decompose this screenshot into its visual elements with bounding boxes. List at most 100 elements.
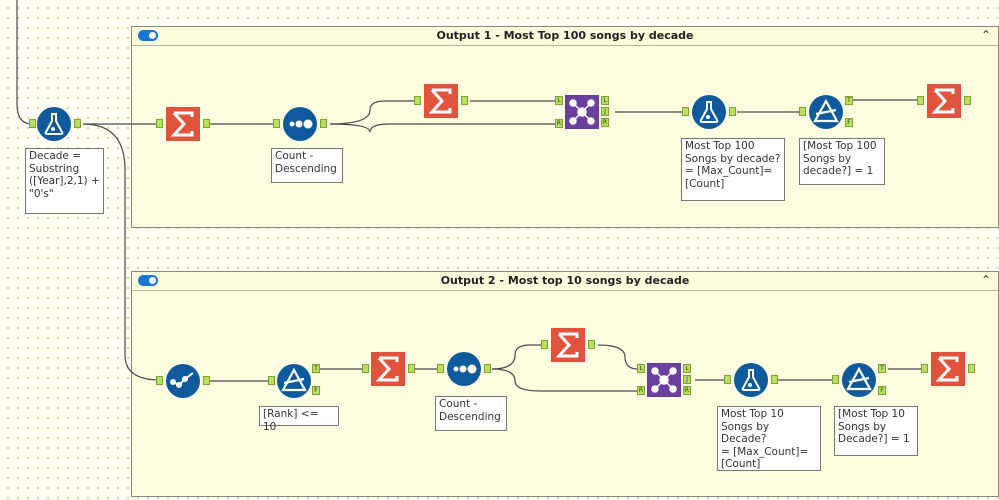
tool-annotation: [Most Top 100 Songs by decade?] = 1: [799, 138, 885, 185]
input-anchor[interactable]: [832, 375, 839, 384]
filter-true-anchor[interactable]: T: [878, 364, 886, 373]
join-tool[interactable]: [564, 94, 600, 130]
connection: [597, 344, 639, 370]
output-anchor[interactable]: [484, 364, 491, 373]
filter-triangle-icon: [813, 98, 839, 123]
filter-false-anchor[interactable]: F: [312, 386, 320, 395]
flask-icon: [44, 113, 64, 135]
container-title: Output 1 - Most Top 100 songs by decade: [436, 29, 694, 42]
chevron-up-icon[interactable]: ⌃: [980, 28, 992, 42]
formula-tool[interactable]: [691, 94, 727, 130]
filter-true-anchor[interactable]: T: [312, 364, 320, 373]
output-anchor[interactable]: [408, 364, 415, 373]
sigma-icon: [428, 88, 452, 114]
output-anchor[interactable]: [729, 107, 736, 116]
filter-tool[interactable]: [276, 363, 312, 399]
join-right-anchor[interactable]: R: [555, 119, 563, 128]
join-left-anchor[interactable]: L: [637, 364, 645, 373]
filter-tool[interactable]: [841, 362, 877, 398]
input-anchor[interactable]: [362, 364, 369, 373]
filter-tool[interactable]: [808, 94, 844, 130]
connection: [82, 123, 161, 381]
input-anchor[interactable]: [156, 376, 163, 385]
tool-annotation: Count - Descending: [271, 148, 343, 183]
sample-tool[interactable]: [165, 363, 201, 399]
input-anchor[interactable]: [724, 375, 731, 384]
output-anchor[interactable]: [461, 96, 468, 105]
flask-icon: [699, 101, 719, 123]
filter-false-anchor[interactable]: F: [878, 386, 886, 395]
sigma-icon: [170, 111, 194, 137]
input-anchor[interactable]: [268, 376, 275, 385]
input-anchor[interactable]: [682, 107, 689, 116]
summarize-tool[interactable]: [926, 83, 962, 119]
tool-annotation: [Rank] <= 10: [259, 406, 339, 433]
sigma-icon: [935, 356, 959, 382]
join-r-output-anchor[interactable]: R: [683, 386, 691, 395]
formula-tool[interactable]: [733, 362, 769, 398]
connection: [491, 368, 638, 392]
flask-icon: [741, 369, 761, 391]
join-l-output-anchor[interactable]: L: [601, 96, 609, 105]
join-l-output-anchor[interactable]: L: [683, 364, 691, 373]
output-anchor[interactable]: [203, 119, 210, 128]
summarize-tool[interactable]: [370, 351, 406, 387]
summarize-tool[interactable]: [930, 351, 966, 387]
join-r-output-anchor[interactable]: R: [601, 118, 609, 127]
connection: [16, 0, 33, 125]
sort-tool[interactable]: [446, 351, 482, 387]
formula-tool-decade[interactable]: [36, 106, 72, 142]
summarize-tool[interactable]: [423, 83, 459, 119]
output-anchor[interactable]: [771, 375, 778, 384]
input-anchor[interactable]: [29, 119, 36, 128]
input-anchor[interactable]: [921, 364, 928, 373]
container-header: Output 2 - Most top 10 songs by decade ⌃: [132, 272, 998, 291]
input-anchor[interactable]: [437, 364, 444, 373]
connection: [329, 123, 558, 133]
sigma-icon: [931, 88, 955, 114]
sort-tool[interactable]: [282, 106, 318, 142]
tool-annotation: Most Top 10 Songs by Decade? = [Max_Coun…: [717, 406, 821, 471]
output-anchor[interactable]: [320, 119, 327, 128]
output-anchor[interactable]: [964, 96, 971, 105]
input-anchor[interactable]: [541, 340, 548, 349]
container-title: Output 2 - Most top 10 songs by decade: [440, 274, 690, 287]
tool-annotation: Count - Descending: [435, 396, 507, 431]
container-header: Output 1 - Most Top 100 songs by decade …: [132, 27, 998, 46]
join-tool[interactable]: [646, 362, 682, 398]
connection: [491, 344, 542, 370]
input-anchor[interactable]: [273, 119, 280, 128]
container-toggle[interactable]: [138, 275, 158, 286]
join-right-anchor[interactable]: R: [637, 386, 645, 395]
chevron-up-icon[interactable]: ⌃: [980, 273, 992, 287]
filter-false-anchor[interactable]: F: [845, 118, 853, 127]
tool-annotation: [Most Top 10 Songs by Decade?] = 1: [834, 406, 918, 456]
join-left-anchor[interactable]: L: [555, 96, 563, 105]
sigma-icon: [375, 356, 399, 382]
tool-annotation: Decade = Substring ([Year],2,1) + "0's": [25, 148, 104, 214]
input-anchor[interactable]: [799, 107, 806, 116]
summarize-tool[interactable]: [165, 106, 201, 142]
filter-triangle-icon: [281, 367, 307, 392]
connection: [329, 100, 417, 125]
filter-true-anchor[interactable]: T: [845, 96, 853, 105]
output-anchor[interactable]: [968, 364, 975, 373]
container-toggle[interactable]: [138, 30, 158, 41]
input-anchor[interactable]: [156, 119, 163, 128]
summarize-tool[interactable]: [550, 327, 586, 363]
output-anchor[interactable]: [203, 376, 210, 385]
output-anchor[interactable]: [74, 119, 81, 128]
sigma-icon: [555, 332, 579, 358]
input-anchor[interactable]: [414, 96, 421, 105]
join-icon: [651, 367, 677, 393]
join-j-output-anchor[interactable]: J: [683, 375, 691, 384]
join-j-output-anchor[interactable]: J: [601, 107, 609, 116]
input-anchor[interactable]: [917, 96, 924, 105]
join-icon: [569, 99, 595, 125]
sample-line-icon: [170, 372, 194, 388]
tool-annotation: Most Top 100 Songs by decade? = [Max_Cou…: [681, 138, 785, 201]
sort-dots-icon: [453, 364, 477, 374]
output-anchor[interactable]: [588, 340, 595, 349]
sort-dots-icon: [289, 119, 313, 129]
